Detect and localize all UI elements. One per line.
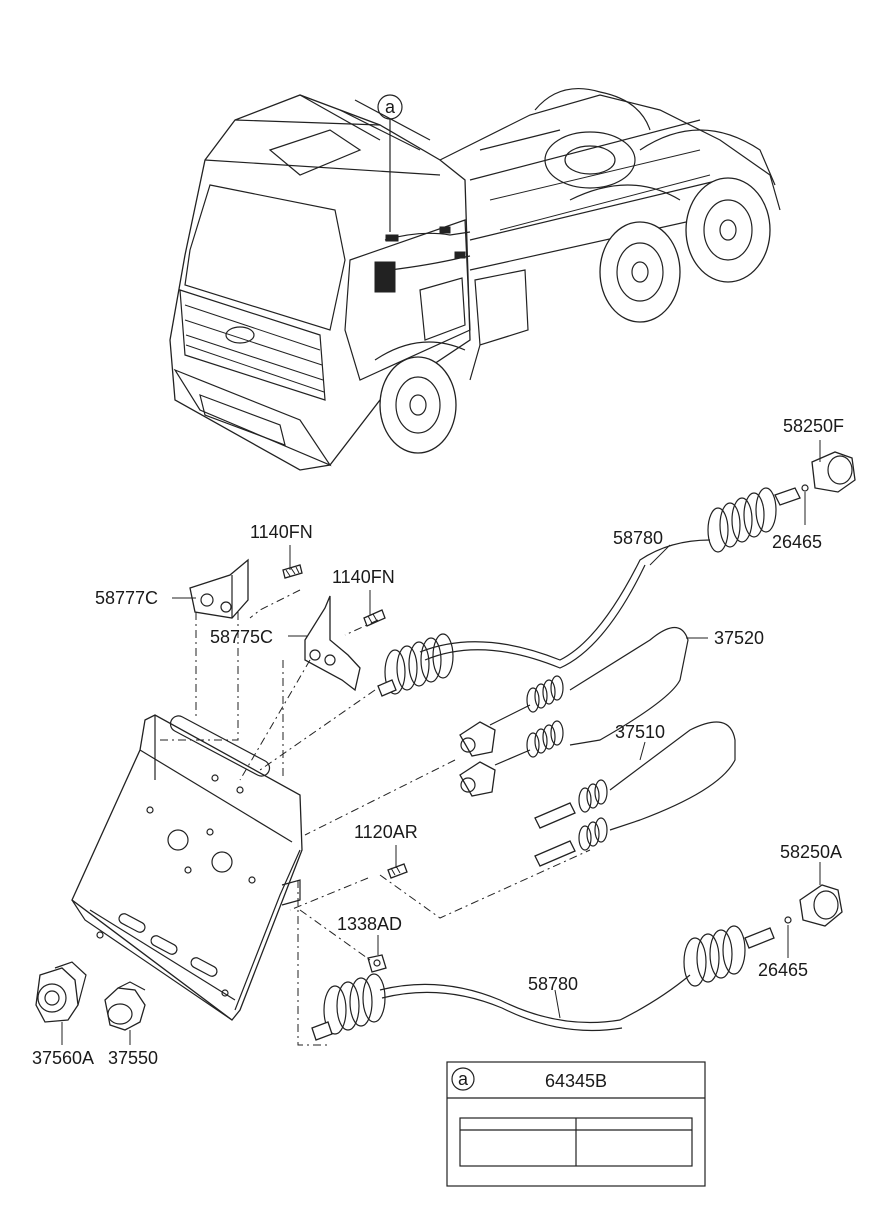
label-37560A: 37560A: [32, 1048, 94, 1068]
label-58777C: 58777C: [95, 588, 158, 608]
label-26465-top: 26465: [772, 532, 822, 552]
callout-a: a: [377, 94, 403, 232]
bracket-58775C: [304, 595, 361, 692]
label-1140FN-b: 1140FN: [332, 567, 395, 587]
cable-37520: [459, 626, 689, 797]
label-box-part: 64345B: [545, 1071, 607, 1091]
label-37520: 37520: [714, 628, 764, 648]
assembly-lines: [160, 589, 591, 1046]
mounting-bracket: [71, 714, 303, 1021]
leader-lines: [61, 440, 821, 1045]
bolt-1140FN-a: [282, 564, 303, 579]
label-58250F: 58250F: [783, 416, 844, 436]
label-1120AR: 1120AR: [354, 822, 418, 842]
hose-58780-bottom: [311, 925, 775, 1041]
label-37550: 37550: [108, 1048, 158, 1068]
label-1140FN-a: 1140FN: [250, 522, 313, 542]
bracket-58777C: [189, 558, 249, 619]
coupling-head-58250F: [801, 451, 856, 493]
label-58250A: 58250A: [780, 842, 842, 862]
truck-illustration: [169, 88, 781, 471]
label-58780-top: 58780: [613, 528, 663, 548]
label-58780-bottom: 58780: [528, 974, 578, 994]
part-labels: 58250F 26465 58780 1140FN 1140FN 58777C …: [32, 416, 844, 1068]
nut-1338AD: [367, 954, 387, 973]
label-26465-bottom: 26465: [758, 960, 808, 980]
callout-a-symbol: a: [385, 97, 396, 117]
hose-58780-top: [377, 487, 801, 697]
bolt-1140FN-b: [363, 609, 386, 627]
coupling-head-58250A: [784, 884, 843, 927]
label-1338AD: 1338AD: [337, 914, 402, 934]
connector-37560A: [35, 961, 87, 1023]
label-58775C: 58775C: [210, 627, 273, 647]
label-37510: 37510: [615, 722, 665, 742]
label-box-64345B: a 64345B: [446, 1061, 706, 1187]
connector-37550: [104, 981, 146, 1031]
cable-37510: [534, 721, 736, 867]
label-box-symbol: a: [458, 1069, 469, 1089]
bolt-1120AR: [387, 863, 408, 879]
